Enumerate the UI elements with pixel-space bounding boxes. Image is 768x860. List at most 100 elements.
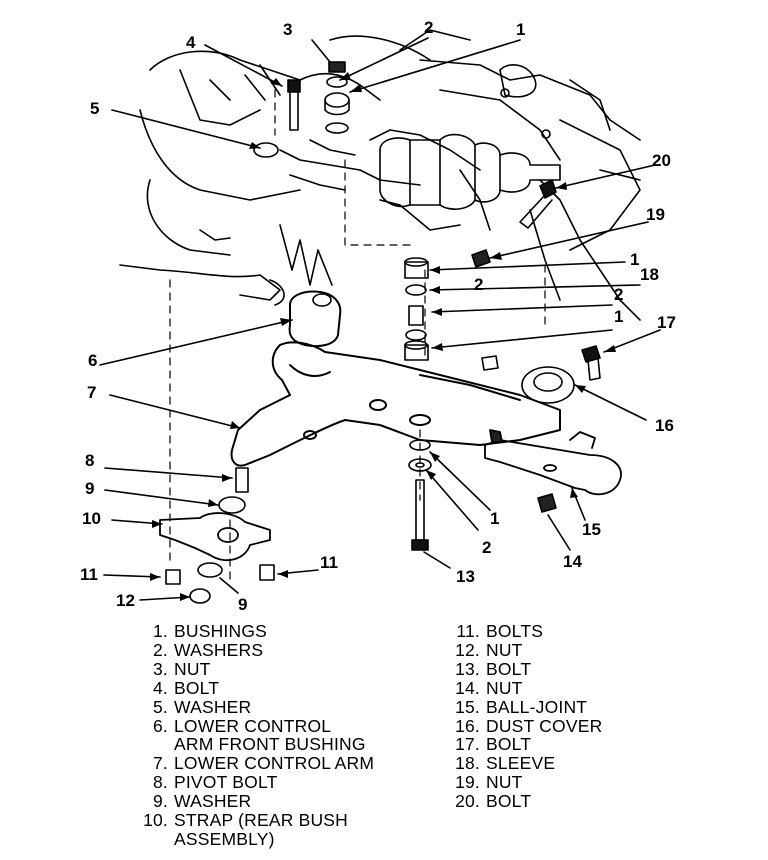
callout-9-upper: 9 [85, 479, 94, 498]
break-line [279, 224, 333, 286]
arrowheads [150, 72, 616, 601]
callout-11-right: 11 [320, 553, 338, 572]
legend-item-label: WASHERS [174, 639, 264, 660]
callout-4: 4 [186, 33, 196, 52]
legend-item: 9. WASHER [140, 792, 420, 811]
legend-item-number: 8. [153, 772, 168, 793]
right-bushing-stack [404, 257, 429, 361]
callout-5: 5 [90, 99, 99, 118]
washer-9-lower [197, 562, 223, 578]
callout-leaders [99, 37, 661, 601]
bolt-20 [519, 179, 557, 229]
legend-item-number: 3. [153, 658, 168, 679]
legend-item-label: BALL-JOINT [486, 696, 588, 717]
legend-item-number: 15. [455, 696, 480, 717]
legend-item: 10. STRAP (REAR BUSH ASSEMBLY) [140, 811, 420, 849]
callout-1-lower: 1 [490, 509, 499, 528]
legend-item-label: BOLT [486, 658, 532, 679]
legend-item-number: 7. [153, 753, 168, 774]
bolt-11-left [165, 569, 181, 585]
legend-item: 8.PIVOT BOLT [140, 773, 420, 792]
bolt-11-right [259, 564, 275, 581]
legend-item: 5.WASHER [140, 696, 420, 717]
legend-item: 19. NUT [452, 773, 692, 792]
callout-6: 6 [88, 351, 97, 370]
legend-item-number: 14. [455, 677, 480, 698]
lower-control-arm [230, 341, 561, 467]
bolt-17 [581, 345, 601, 381]
arm-nut [481, 355, 499, 371]
front-bushing-6 [288, 290, 342, 348]
legend-item-number: 20. [455, 791, 480, 812]
legend-item-number: 16. [455, 715, 480, 736]
nut-12 [189, 588, 211, 604]
legend-item: 2. WASHERS [140, 641, 420, 660]
dust-cover-16 [521, 366, 575, 404]
callout-9-lower: 9 [238, 595, 247, 614]
callout-1-right-lower: 1 [614, 307, 623, 326]
legend-item: 13. BOLT [452, 658, 692, 679]
legend-item: 6. LOWER CONTROL ARM FRONT BUSHING [140, 715, 420, 755]
legend-item-number: 5. [153, 696, 168, 717]
legend-item-label: LOWER CONTROL ARM [174, 753, 375, 774]
callout-numbers: 1 2 3 4 5 20 19 1 18 2 2 1 17 6 7 16 8 9… [80, 18, 676, 614]
legend-item-label: BUSHINGS [174, 621, 268, 641]
legend-item-number: 13. [455, 658, 480, 679]
legend-item: 18.SLEEVE [452, 754, 692, 773]
legend-item: 12.NUT [452, 641, 692, 660]
washer-9-upper [218, 496, 246, 514]
lower-bushing-stack [408, 439, 432, 551]
callout-17: 17 [657, 313, 676, 332]
legend-item-label: NUT [486, 677, 523, 698]
callout-18: 18 [640, 265, 659, 284]
legend-item-label: BOLT [486, 791, 532, 812]
nut-19 [471, 249, 491, 268]
legend-item: 11. BOLTS [452, 622, 692, 641]
callout-1-top: 1 [516, 20, 525, 39]
legend-item-number: 2. [153, 639, 168, 660]
callout-8: 8 [85, 451, 94, 470]
legend-item: 3. NUT [140, 658, 420, 679]
legend-item: 14. NUT [452, 677, 692, 698]
upper-fastener-stack [324, 61, 350, 134]
legend-item: 1. BUSHINGS [140, 622, 420, 641]
legend-item: 4.BOLT [140, 677, 420, 698]
pivot-bolt-8 [235, 467, 249, 493]
callout-3: 3 [283, 20, 292, 39]
callout-2-top: 2 [424, 18, 433, 37]
strap-10 [159, 512, 271, 562]
cv-axle-boot [379, 133, 561, 210]
callout-2-lower: 2 [482, 538, 491, 557]
callout-12: 12 [116, 591, 135, 610]
legend-item-number: 12. [455, 639, 480, 660]
alignment-dashes [169, 89, 546, 581]
callout-1-right-upper: 1 [630, 250, 639, 269]
legend-item: 7. LOWER CONTROL ARM [140, 754, 420, 773]
legend-item-label: LOWER CONTROL ARM FRONT BUSHING [174, 715, 366, 755]
legend-item-label: NUT [174, 658, 211, 679]
legend-item-number: 4. [153, 677, 168, 698]
legend-item-label: BOLTS [486, 621, 544, 641]
bolt-4 [287, 79, 301, 131]
washer-5 [253, 142, 279, 158]
legend-item: 16.DUST COVER [452, 715, 692, 736]
legend-item-label: WASHER [174, 791, 252, 812]
legend-item-number: 6. [153, 715, 168, 736]
callout-15: 15 [582, 520, 601, 539]
legend-item-number: 11. [456, 621, 480, 641]
legend-item-number: 19. [455, 772, 480, 793]
legend-item-label: STRAP (REAR BUSH ASSEMBLY) [174, 810, 349, 849]
legend-item-number: 18. [455, 753, 480, 774]
legend-item-number: 1. [153, 621, 168, 641]
legend-item-number: 10. [143, 810, 168, 831]
legend-item-number: 17. [455, 734, 480, 755]
legend-item-label: NUT [486, 772, 523, 793]
exploded-suspension-diagram: 1 2 3 4 5 20 19 1 18 2 2 1 17 6 7 16 8 9… [80, 18, 676, 614]
legend-item-label: BOLT [486, 734, 532, 755]
callout-11-left: 11 [80, 565, 98, 584]
legend-item: 20. BOLT [452, 792, 692, 811]
callout-13: 13 [456, 567, 475, 586]
legend-item-number: 9. [153, 791, 168, 812]
callout-20: 20 [652, 151, 671, 170]
